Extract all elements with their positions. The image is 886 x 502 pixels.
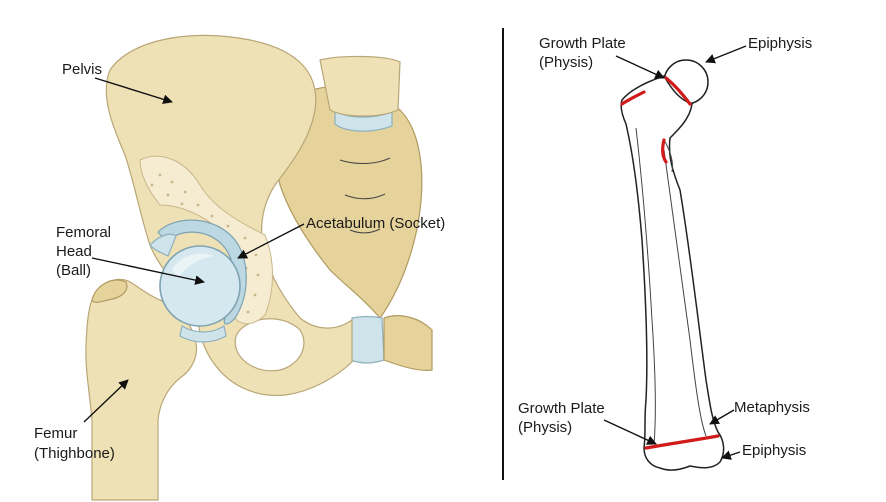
- femur-shaft: [620, 75, 725, 471]
- femoral-head-label-line1: Femoral: [56, 224, 111, 241]
- epiphysis-bottom-label: Epiphysis: [742, 442, 806, 459]
- femur-label-line1: Femur: [34, 425, 77, 442]
- acetabulum-label: Acetabulum (Socket): [306, 215, 445, 232]
- pubic-symphysis: [349, 315, 385, 364]
- growth-plate-top-head: [664, 76, 692, 106]
- femur-bone: [85, 278, 198, 501]
- metaphysis-arrow: [709, 409, 735, 425]
- pelvis-arrow: [94, 77, 173, 105]
- growth-plate-top-label-line2: (Physis): [539, 54, 593, 71]
- growth-plate-bottom-arrow: [603, 419, 657, 445]
- acetabulum-arrow: [237, 223, 305, 259]
- femoral-head-arrow: [91, 257, 205, 285]
- sacrum: [276, 85, 423, 319]
- growth-plate-trochanter: [661, 138, 668, 164]
- obturator-foramen: [234, 318, 305, 372]
- femoral-head-label-line2: Head: [56, 243, 92, 260]
- pelvis-label: Pelvis: [62, 61, 102, 78]
- growth-plate-top-arrow: [615, 55, 665, 79]
- vertebra: [319, 55, 401, 117]
- metaphysis-label: Metaphysis: [734, 399, 810, 416]
- acetabulum-cartilage: [157, 219, 247, 325]
- growth-plate-bottom-label-line2: (Physis): [518, 419, 572, 436]
- hip-joint-illustration: Pelvis Acetabulum (Socket) Femoral Head …: [34, 34, 445, 501]
- growth-plate-top-neck: [620, 90, 646, 106]
- femur-line-drawing: Growth Plate (Physis) Epiphysis Growth P…: [518, 35, 812, 471]
- femur-arrow: [83, 379, 129, 423]
- growth-plate-bottom: [644, 434, 720, 450]
- epiphysis-bottom-arrow: [721, 450, 741, 460]
- femoral-head-label-line3: (Ball): [56, 262, 91, 279]
- epiphysis-top-arrow: [705, 45, 747, 64]
- growth-plate-top-label-line1: Growth Plate: [539, 35, 626, 52]
- femur-label-line2: (Thighbone): [34, 445, 115, 462]
- epiphysis-top-label: Epiphysis: [748, 35, 812, 52]
- growth-plate-bottom-label-line1: Growth Plate: [518, 400, 605, 417]
